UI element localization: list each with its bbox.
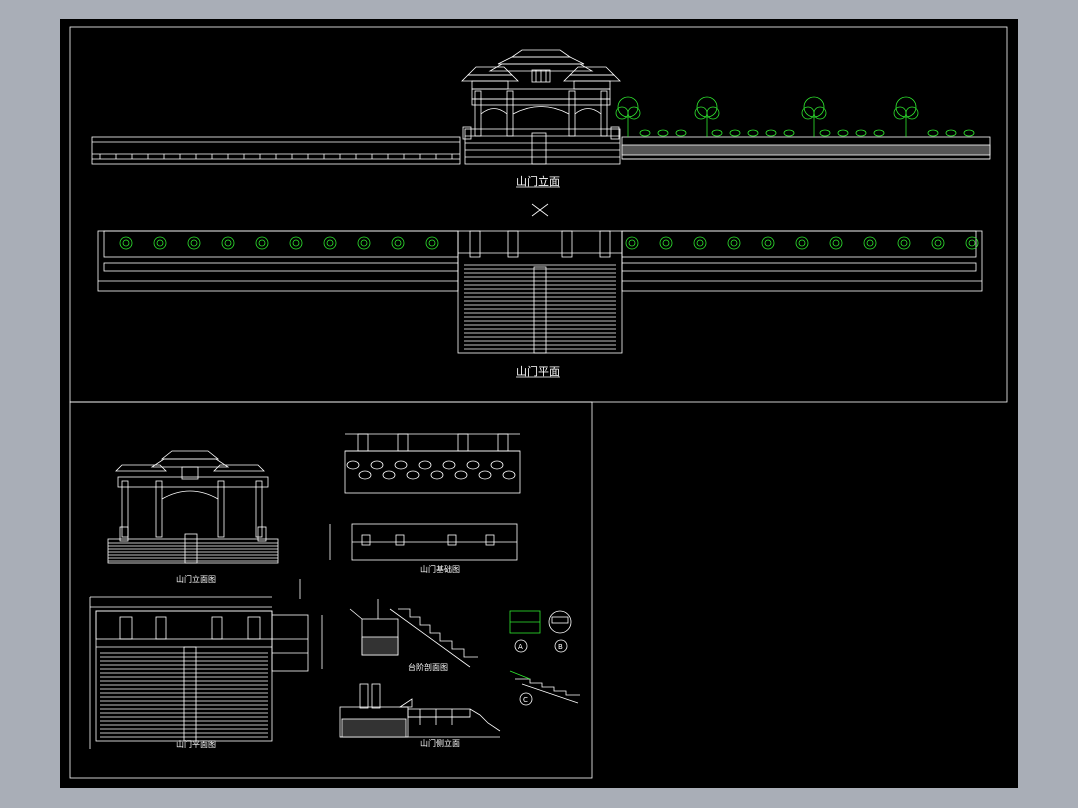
- shrub-icon: [747, 129, 759, 137]
- shrub-icon: [675, 129, 687, 137]
- rose-icon: [425, 236, 439, 250]
- gate-elevation: [91, 49, 991, 165]
- shrub-icon: [639, 129, 651, 137]
- rose-icon: [357, 236, 371, 250]
- rose-icon: [693, 236, 707, 250]
- elevation-title: 山门立面: [516, 174, 560, 188]
- top-panel-border: [69, 26, 1008, 403]
- rose-icon: [761, 236, 775, 250]
- plan-title: 山门平面: [516, 364, 560, 378]
- cad-drawing-canvas: 山门立面 山门平面 山门立面图 山门平面图 山门基础图 台阶剖面图 山门侧立面 …: [69, 26, 1008, 779]
- small-elevation-title: 山门立面图: [176, 574, 216, 584]
- rose-icon: [829, 236, 843, 250]
- detail-c-label: C: [523, 696, 528, 704]
- shrub-row: [639, 129, 975, 137]
- rose-icon: [659, 236, 673, 250]
- tree-icon: [615, 96, 641, 137]
- planter-roses-left: [119, 236, 439, 250]
- rose-icon: [897, 236, 911, 250]
- rose-icon: [965, 236, 979, 250]
- rose-icon: [153, 236, 167, 250]
- rose-icon: [625, 236, 639, 250]
- shrub-icon: [873, 129, 885, 137]
- detail-a-label: A: [518, 643, 523, 651]
- shrub-icon: [855, 129, 867, 137]
- stair-section: [349, 599, 478, 668]
- rose-icon: [727, 236, 741, 250]
- north-arrow: [531, 203, 549, 217]
- side-elevation-title: 山门侧立面: [420, 738, 460, 748]
- planter-band: [621, 144, 991, 156]
- shrub-icon: [963, 129, 975, 137]
- shrub-icon: [837, 129, 849, 137]
- shrub-icon: [927, 129, 939, 137]
- foundation-title: 山门基础图: [420, 564, 460, 574]
- stair-section-title: 台阶剖面图: [408, 662, 448, 672]
- rose-icon: [795, 236, 809, 250]
- main-gate: [461, 49, 621, 165]
- shrub-icon: [783, 129, 795, 137]
- rose-icon: [221, 236, 235, 250]
- small-gate-elevation: [107, 450, 279, 564]
- rose-icon: [931, 236, 945, 250]
- shrub-icon: [711, 129, 723, 137]
- bottom-left-panel-border: [69, 401, 593, 779]
- side-elevation: [339, 683, 501, 738]
- foundation-section: [329, 433, 521, 561]
- shrub-icon: [729, 129, 741, 137]
- details: [509, 610, 580, 706]
- rose-icon: [391, 236, 405, 250]
- small-gate-plan: [89, 579, 323, 749]
- gate-plan: [97, 230, 983, 354]
- left-wall: [91, 136, 461, 165]
- shrub-icon: [819, 129, 831, 137]
- tree-row: [615, 96, 919, 137]
- planter-roses-right: [625, 236, 979, 250]
- tree-icon: [694, 96, 720, 137]
- tree-icon: [893, 96, 919, 137]
- cad-drawing-sheet: 山门立面 山门平面 山门立面图 山门平面图 山门基础图 台阶剖面图 山门侧立面 …: [60, 19, 1018, 788]
- shrub-icon: [945, 129, 957, 137]
- rose-icon: [289, 236, 303, 250]
- rose-icon: [119, 236, 133, 250]
- rose-icon: [187, 236, 201, 250]
- rose-icon: [323, 236, 337, 250]
- rose-icon: [255, 236, 269, 250]
- shrub-icon: [657, 129, 669, 137]
- small-plan-title: 山门平面图: [176, 739, 216, 749]
- detail-b-label: B: [558, 643, 563, 651]
- rose-icon: [863, 236, 877, 250]
- tree-icon: [801, 96, 827, 137]
- shrub-icon: [765, 129, 777, 137]
